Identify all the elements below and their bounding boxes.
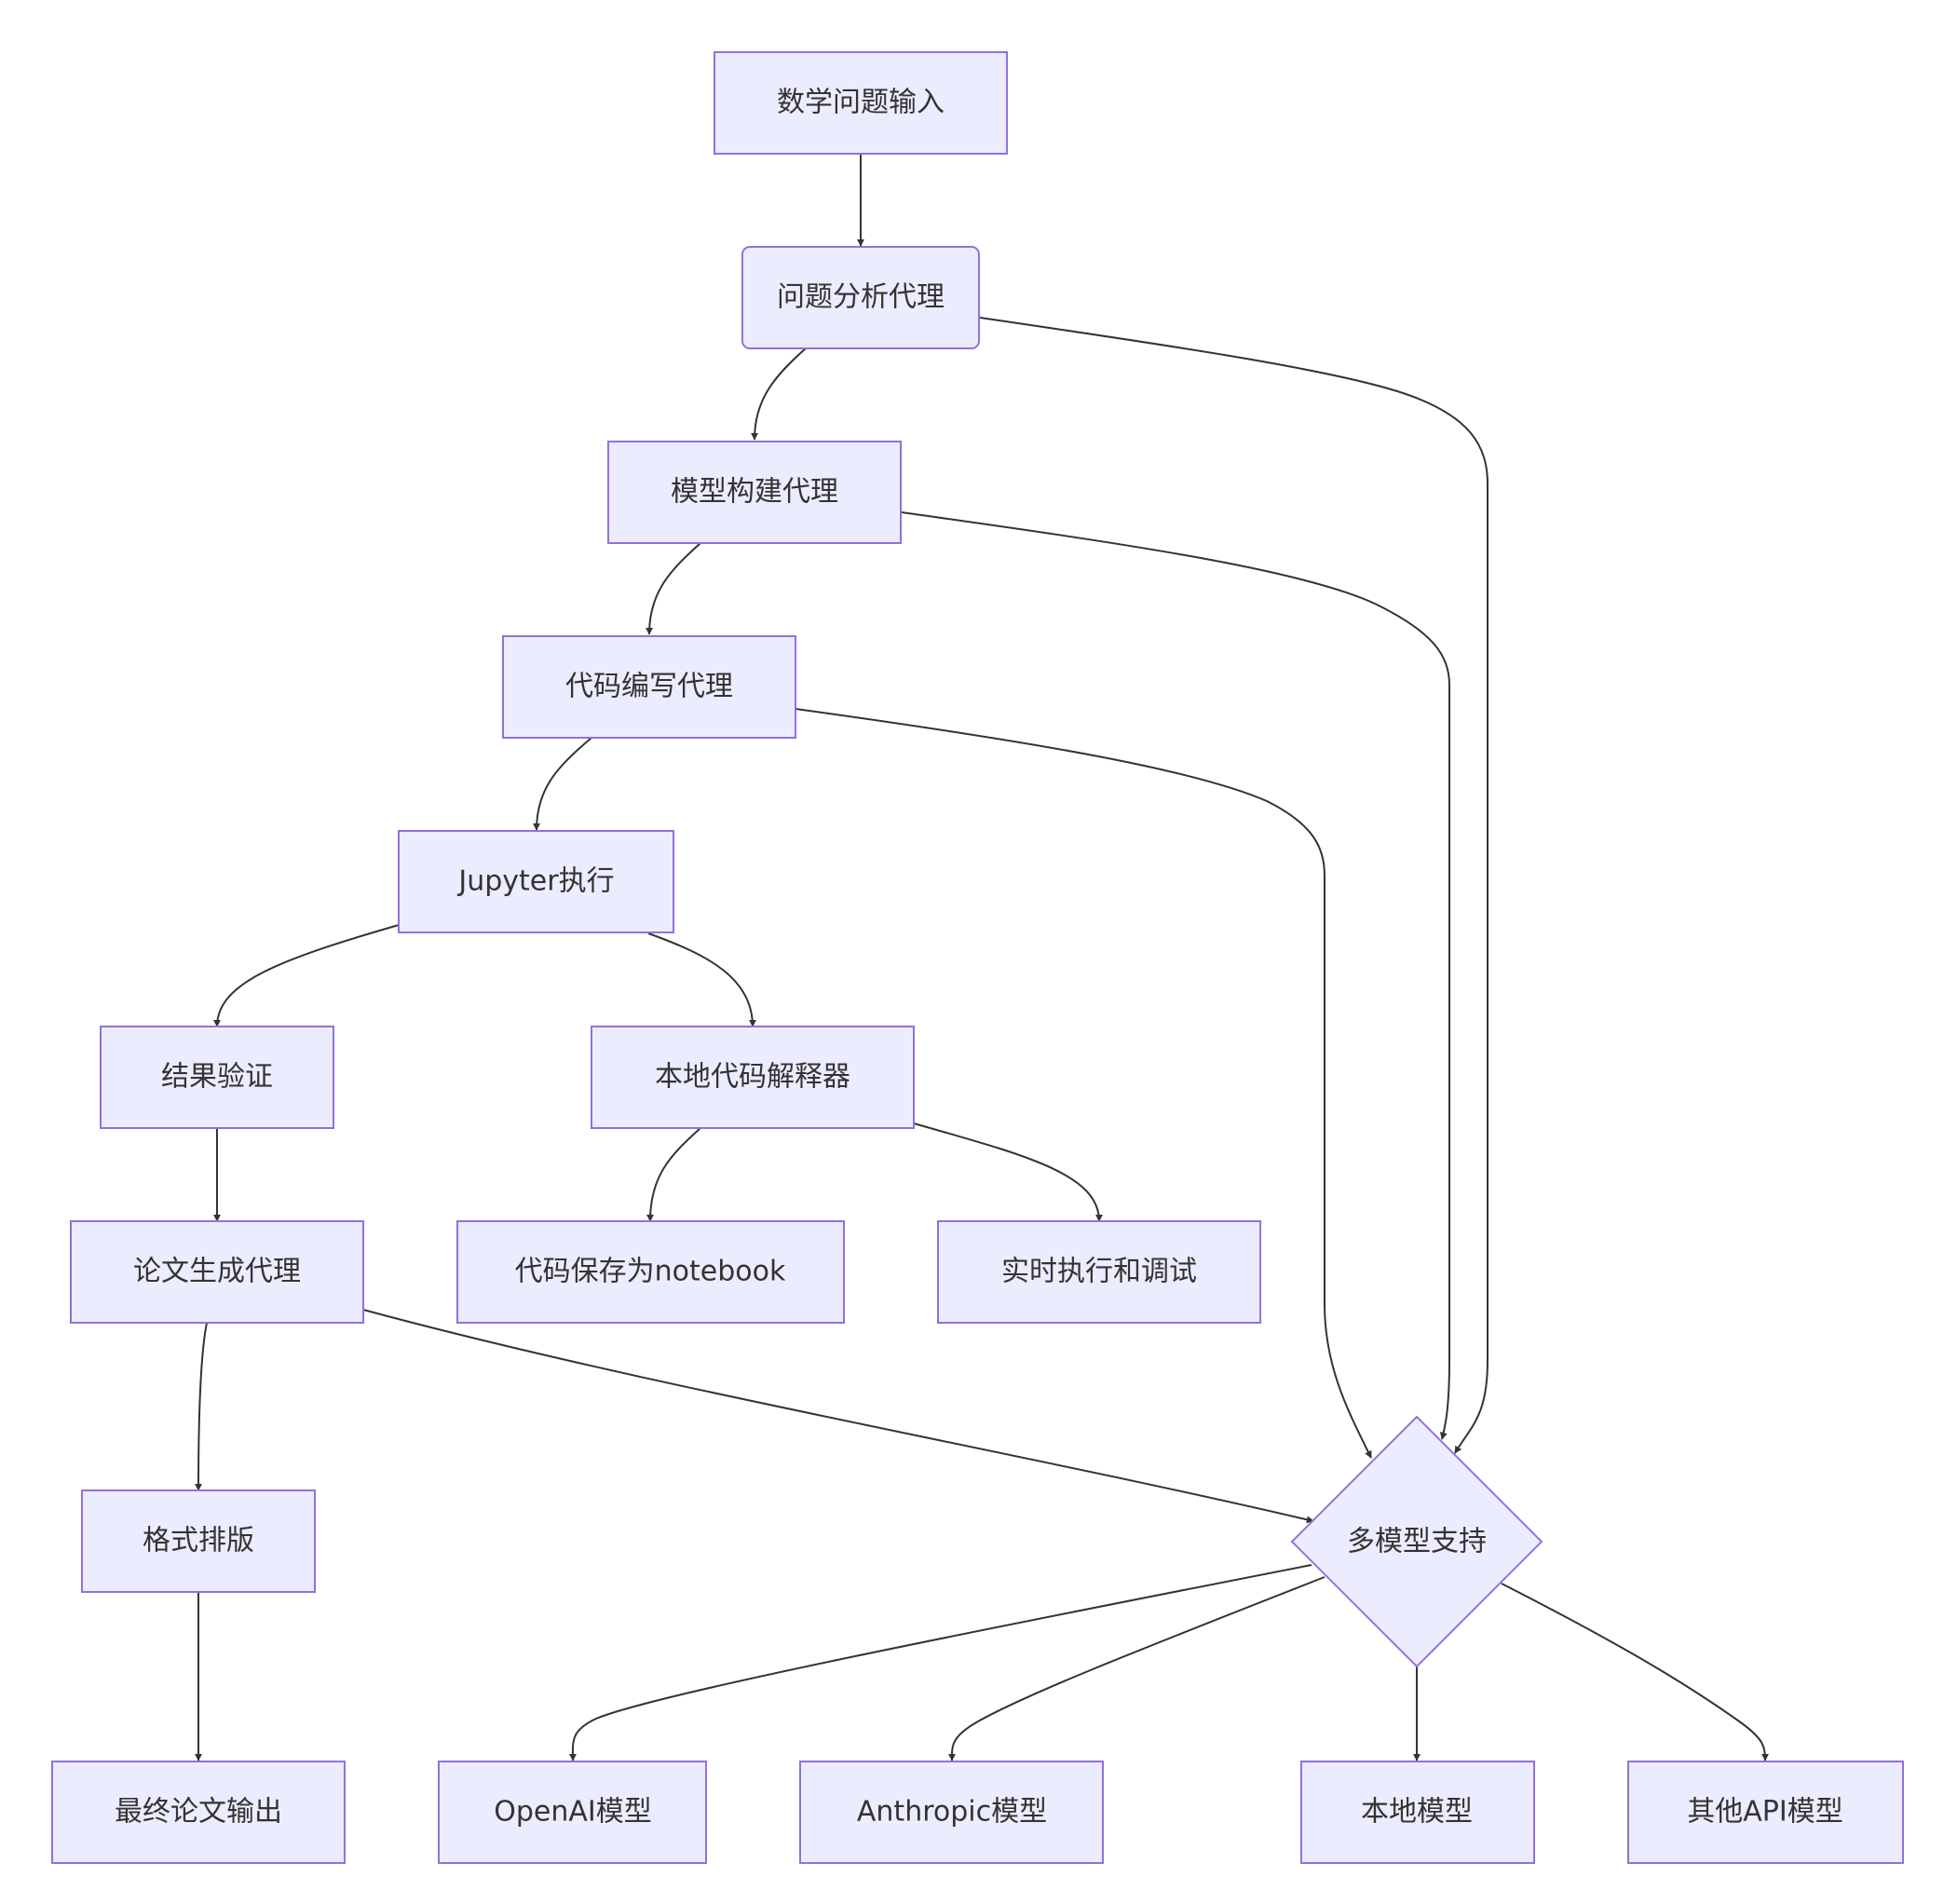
node-local-interpreter-label: 本地代码解释器	[655, 1061, 850, 1094]
node-final[interactable]: 最终论文输出	[51, 1761, 346, 1864]
node-anthropic-box	[799, 1761, 1104, 1864]
edge-modeling-to-multimodel	[901, 511, 1450, 1440]
node-verify-label: 结果验证	[161, 1061, 273, 1094]
node-modeling-box	[607, 441, 902, 544]
node-anthropic[interactable]: Anthropic模型	[799, 1761, 1104, 1864]
node-coding[interactable]: 代码编写代理	[502, 635, 796, 739]
node-modeling[interactable]: 模型构建代理	[607, 441, 902, 544]
node-format-label: 格式排版	[143, 1525, 254, 1557]
node-verify[interactable]: 结果验证	[100, 1026, 334, 1129]
node-openai-label: OpenAI模型	[494, 1796, 652, 1829]
node-anthropic-label: Anthropic模型	[857, 1796, 1047, 1829]
edge-analysis-to-multimodel	[979, 317, 1489, 1454]
node-other-api-box	[1627, 1761, 1904, 1864]
edge-modeling-to-coding	[646, 542, 701, 635]
node-jupyter-box	[398, 830, 674, 933]
node-analysis-label: 问题分析代理	[777, 281, 945, 314]
node-notebook-label: 代码保存为notebook	[515, 1256, 786, 1288]
edge-analysis-to-modeling	[751, 347, 807, 441]
node-analysis-box	[741, 246, 980, 349]
node-notebook[interactable]: 代码保存为notebook	[456, 1220, 845, 1324]
node-analysis[interactable]: 问题分析代理	[741, 246, 980, 349]
node-format-box	[81, 1489, 316, 1593]
node-other-api[interactable]: 其他API模型	[1627, 1761, 1904, 1864]
node-local-model-box	[1300, 1761, 1535, 1864]
edge-coding-to-multimodel	[795, 708, 1372, 1459]
node-local-model-label: 本地模型	[1361, 1796, 1473, 1829]
edge-coding-to-jupyter	[533, 737, 592, 831]
node-input-label: 数学问题输入	[777, 87, 945, 119]
edge-local-interpreter-to-notebook	[646, 1127, 701, 1222]
node-coding-box	[502, 635, 796, 739]
node-local-interpreter-box	[591, 1026, 915, 1129]
node-realtime[interactable]: 实时执行和调试	[937, 1220, 1261, 1324]
node-input[interactable]: 数学问题输入	[714, 51, 1008, 155]
node-format[interactable]: 格式排版	[81, 1489, 316, 1593]
node-jupyter[interactable]: Jupyter执行	[398, 830, 674, 933]
edge-jupyter-to-verify	[213, 924, 400, 1027]
node-multimodel-label: 多模型支持	[1347, 1526, 1487, 1558]
node-local-interpreter[interactable]: 本地代码解释器	[591, 1026, 915, 1129]
node-modeling-label: 模型构建代理	[671, 476, 838, 509]
node-openai-box	[438, 1761, 707, 1864]
edges	[195, 155, 1769, 1761]
node-final-label: 最终论文输出	[115, 1796, 282, 1829]
edge-multimodel-to-other-api	[1501, 1583, 1769, 1761]
node-paper-label: 论文生成代理	[133, 1256, 301, 1288]
node-coding-label: 代码编写代理	[565, 671, 733, 703]
edge-local-interpreter-to-realtime	[913, 1122, 1103, 1222]
node-realtime-box	[937, 1220, 1261, 1324]
edge-paper-to-format	[195, 1322, 208, 1491]
node-other-api-label: 其他API模型	[1687, 1796, 1842, 1829]
node-paper-box	[70, 1220, 364, 1324]
edge-paper-to-multimodel	[362, 1309, 1314, 1524]
edge-multimodel-to-anthropic	[947, 1576, 1325, 1761]
nodes: 数学问题输入 问题分析代理 模型构建代理 代码编写代理 Jupyter执行 结果…	[51, 51, 1904, 1864]
node-final-box	[51, 1761, 346, 1864]
node-multimodel[interactable]: 多模型支持	[1290, 1415, 1543, 1668]
edge-multimodel-to-openai	[568, 1564, 1312, 1761]
edge-jupyter-to-local-interpreter	[647, 932, 756, 1027]
node-jupyter-label: Jupyter执行	[456, 865, 614, 898]
node-local-model[interactable]: 本地模型	[1300, 1761, 1535, 1864]
node-input-box	[714, 51, 1008, 155]
node-multimodel-diamond	[1290, 1415, 1543, 1668]
node-openai[interactable]: OpenAI模型	[438, 1761, 707, 1864]
node-notebook-box	[456, 1220, 845, 1324]
node-verify-box	[100, 1026, 334, 1129]
node-realtime-label: 实时执行和调试	[1001, 1256, 1197, 1288]
node-paper[interactable]: 论文生成代理	[70, 1220, 364, 1324]
